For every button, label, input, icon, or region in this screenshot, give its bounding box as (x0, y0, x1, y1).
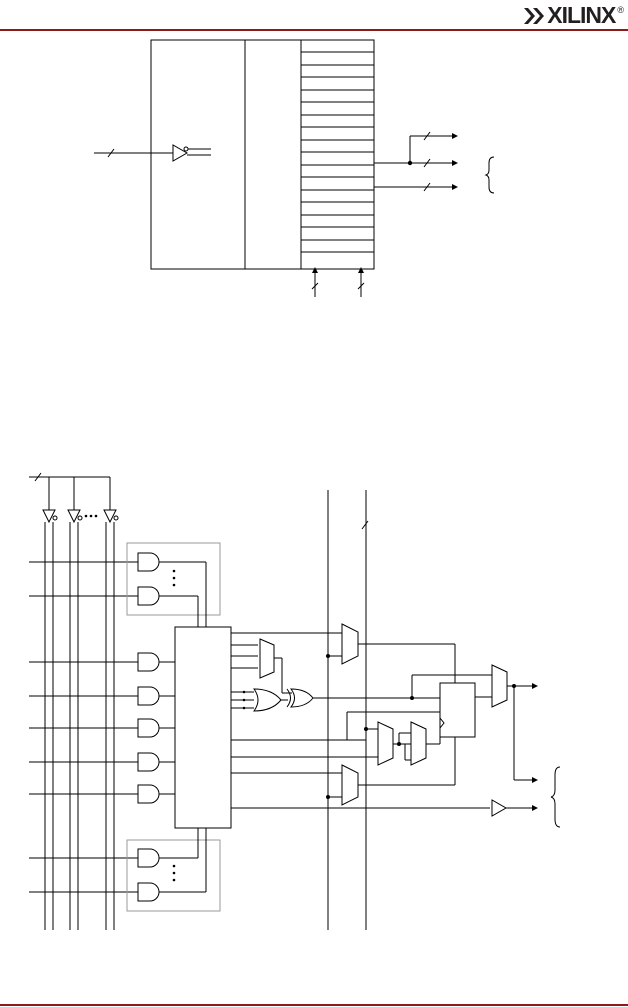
input-buffer (94, 144, 211, 162)
xilinx-logo: XILINX ® (523, 2, 624, 29)
pterm-mux (259, 638, 275, 679)
output-group-brace (550, 766, 561, 828)
output-buffer (491, 799, 508, 817)
allocator-inputs (159, 561, 207, 893)
bus-slash (361, 520, 369, 530)
bottom-inputs (311, 267, 365, 297)
product-term-allocator (174, 626, 232, 829)
pterm-group-top (126, 542, 221, 616)
allocator-outputs (231, 632, 490, 809)
mux-clock-2 (410, 721, 427, 766)
input-buffers (42, 509, 119, 524)
dots-or (242, 690, 246, 710)
logo-text: XILINX (547, 2, 616, 28)
clock-triangle (439, 717, 445, 729)
xilinx-logo-icon (524, 7, 545, 24)
block-outline (150, 39, 375, 270)
input-bus (29, 472, 111, 510)
logo-registered-mark: ® (617, 5, 624, 15)
vertical-input-lines (44, 522, 115, 930)
page-header: XILINX ® (0, 0, 628, 32)
or-gate (253, 688, 282, 712)
top-block-diagram (94, 39, 495, 297)
xor-wires (274, 657, 412, 701)
output-brace (484, 156, 495, 194)
mux-top (341, 623, 359, 665)
mux-bottom (341, 764, 359, 806)
pterm-group-bottom (126, 839, 221, 912)
register-stack (301, 51, 374, 253)
macrocell-register (439, 682, 476, 738)
mux-clock-1 (377, 721, 394, 766)
output-arrows (374, 131, 458, 192)
output-mux (491, 664, 508, 708)
footer-rule (0, 1004, 628, 1006)
header-rule (0, 29, 628, 31)
product-term-wires (29, 561, 138, 893)
and-gates (137, 552, 160, 902)
ellipsis-dots (172, 569, 176, 882)
xor-gate (286, 688, 314, 708)
